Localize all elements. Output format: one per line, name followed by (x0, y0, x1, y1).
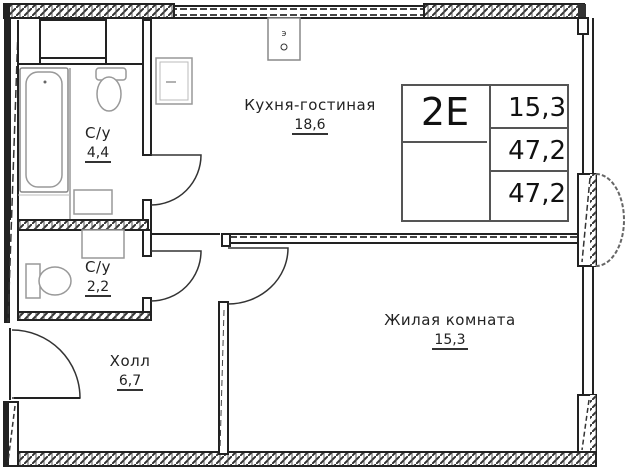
bathroom-partition (17, 219, 149, 231)
room-bathroom-1: С/у 4,4 (70, 125, 126, 163)
entrance-door (9, 328, 81, 400)
room-hall: Холл 6,7 (95, 353, 165, 391)
room-area: 6,7 (116, 373, 144, 391)
room-area: 15,3 (432, 332, 468, 350)
apartment-code: 2E (403, 86, 487, 143)
room-area: 18,6 (292, 117, 328, 135)
living-area-value: 15,3 (491, 86, 569, 129)
room-name: С/у (85, 258, 111, 276)
bathroom-1-walls (18, 19, 202, 233)
stove-icon (267, 17, 301, 61)
room-name: С/у (85, 124, 111, 142)
bathroom-2-walls (17, 229, 202, 321)
room-area: 2,2 (84, 279, 112, 297)
room-bathroom-2: С/у 2,2 (70, 259, 126, 297)
svg-text:э: э (282, 29, 287, 39)
room-name: Жилая комната (384, 311, 516, 329)
kitchen-fixtures: э (155, 17, 301, 105)
exterior-walls (3, 3, 625, 467)
room-living: Жилая комната 15,3 (350, 312, 550, 350)
total-area-with-balcony-value: 47,2 (508, 179, 566, 209)
room-kitchen-living: Кухня-гостиная 18,6 (210, 97, 410, 135)
room-name: Холл (109, 352, 151, 370)
area-summary: 15,3 47,2 47,2 (489, 86, 569, 220)
total-area-value: 47,2 (491, 129, 569, 172)
room-name: Кухня-гостиная (244, 96, 376, 114)
kitchen-living-partition (151, 233, 579, 455)
apartment-info-box: 2E 15,3 47,2 47,2 (401, 84, 569, 222)
room-area: 4,4 (84, 145, 112, 163)
